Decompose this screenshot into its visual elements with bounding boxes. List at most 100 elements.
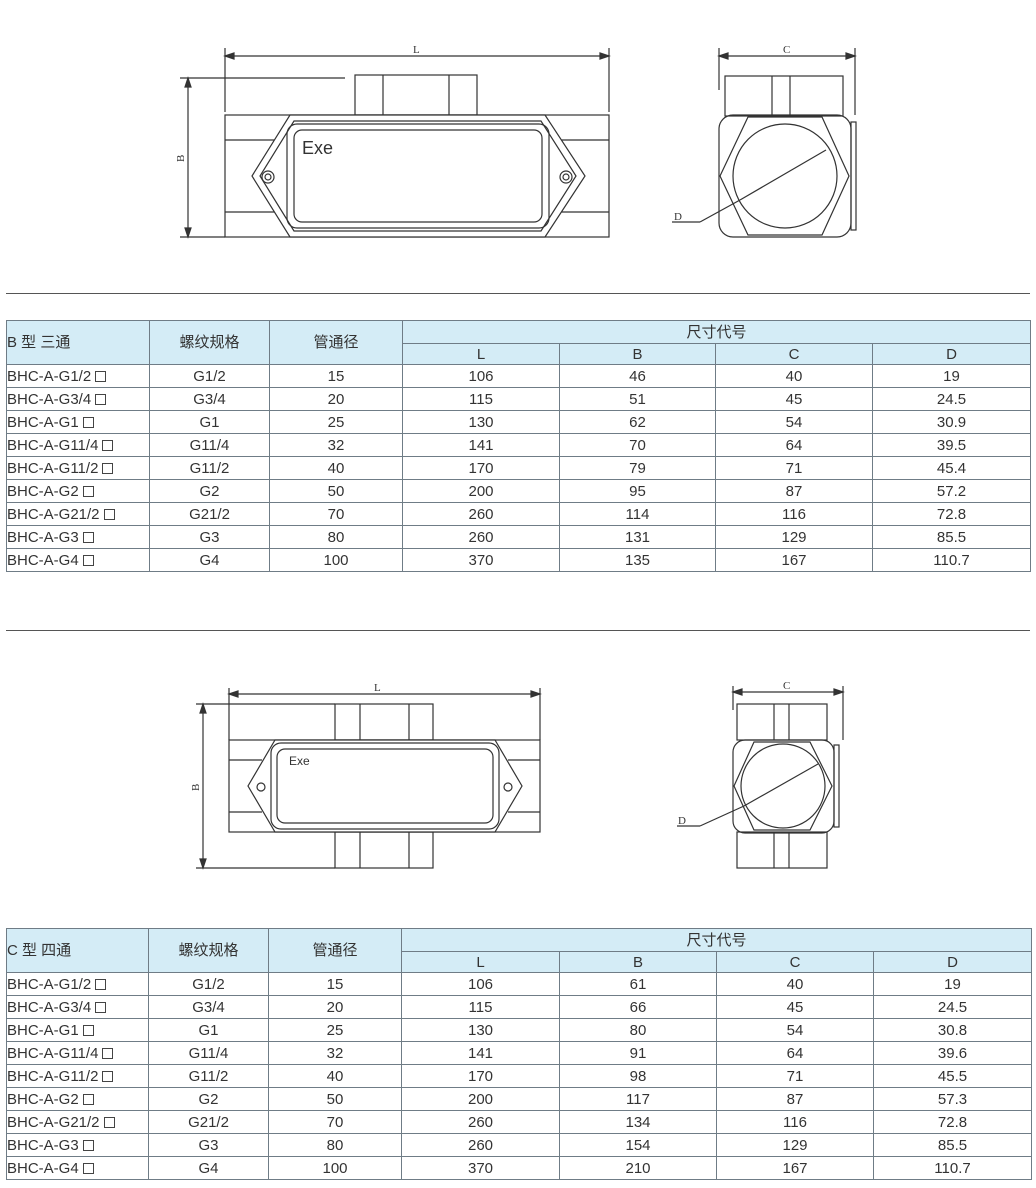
dim-D-cell-text: 72.8 [936,505,967,523]
dim-D-cell: 45.4 [871,456,1032,480]
thread-cell-text: G11/2 [189,459,230,477]
dim-C-cell: 45 [715,387,873,411]
dim-D-cell-text: 85.5 [936,528,967,546]
dim-L-cell: 130 [402,410,560,434]
dim-C-cell-text: 87 [785,482,803,500]
pipe-cell: 50 [268,1087,402,1111]
header-dim-C: C [715,343,873,365]
model-cell: BHC-A-G1 [6,1018,149,1042]
thread-cell-text: G3 [198,1136,219,1154]
checkbox-square-icon [103,1116,115,1128]
model-cell-text: BHC-A-G4 [7,551,79,569]
thread-cell-text: G3/4 [192,998,225,1016]
dim-C-cell-text: 40 [786,975,804,993]
dim-D-cell: 39.5 [871,433,1032,457]
dim-L-cell-text: 260 [468,505,494,523]
thread-cell-text: G4 [198,1159,219,1177]
checkbox-square-icon [102,1070,114,1082]
thread-cell: G3/4 [148,995,269,1019]
dim-L-cell: 170 [401,1064,560,1088]
header-model: B 型 三通 [6,320,150,365]
dim-D-cell-text: 45.5 [937,1067,968,1085]
thread-cell-text: G21/2 [189,505,230,523]
dim-C-cell-text: 129 [782,1136,808,1154]
dim-C-cell: 167 [716,1156,874,1180]
dim-B-cell-text: 61 [629,975,647,993]
dim-C-cell-text: 40 [785,367,803,385]
thread-cell: G1/2 [149,364,270,388]
checkbox-square-icon [82,485,94,497]
dim-B-cell: 66 [559,995,717,1019]
checkbox-square-icon [103,508,115,520]
header-dim-D: D [871,343,1032,365]
dim-D-cell-text: 110.7 [934,1159,971,1177]
model-cell-text: BHC-A-G3 [7,528,79,546]
dim-L-cell-text: 130 [468,413,494,431]
dim-D-cell: 24.5 [872,995,1033,1019]
dim-B-cell-text: 91 [629,1044,647,1062]
pipe-cell: 50 [269,479,403,503]
dim-B-cell-text: 80 [629,1021,647,1039]
header-thread: 螺纹规格 [149,320,270,365]
dim-label-L: L [413,44,420,56]
dim-L-cell: 141 [401,1041,560,1065]
dim-L-cell-text: 200 [467,1090,494,1108]
checkbox-square-icon [102,1047,114,1059]
thread-cell-text: G11/2 [188,1067,229,1085]
header-dim-B: B [559,343,716,365]
dim-L-cell: 115 [402,387,560,411]
header-model: C 型 四通 [6,928,149,973]
dim-B-cell: 117 [559,1087,717,1111]
dim-C-cell-text: 64 [785,436,803,454]
model-cell-text: BHC-A-G2 [7,1090,79,1108]
model-cell: BHC-A-G2 [6,479,150,503]
pipe-cell: 70 [269,502,403,526]
dim-B-cell: 131 [559,525,716,549]
dim-B-cell-text: 51 [629,390,646,408]
checkbox-square-icon [82,554,94,566]
cross-front-view-drawing: L B Exe C D [190,680,845,870]
pipe-cell-text: 20 [326,998,344,1016]
thread-cell-text: G21/2 [188,1113,229,1131]
thread-cell: G11/4 [149,433,270,457]
dim-L-cell: 370 [402,548,560,572]
checkbox-square-icon [82,1162,94,1174]
dim-D-cell: 110.7 [871,548,1032,572]
thread-cell-text: G1 [199,413,220,431]
dim-C-cell: 54 [715,410,873,434]
dim-B-cell: 210 [559,1156,717,1180]
dim-C-cell-text: 116 [783,1113,807,1131]
model-cell: BHC-A-G1/2 [6,364,150,388]
dim-B-cell-text: 46 [629,367,646,385]
dim-L-cell-text: 370 [467,1159,494,1177]
dim-D-cell: 24.5 [871,387,1032,411]
dim-C-cell: 167 [715,548,873,572]
dim-B-cell: 79 [559,456,716,480]
dim-C-cell: 87 [716,1087,874,1111]
dim-L-cell: 260 [402,525,560,549]
thread-cell-text: G2 [199,482,220,500]
dim-L-cell: 260 [402,502,560,526]
dim-B-cell-text: 66 [629,998,647,1016]
dim-B-cell-text: 117 [626,1090,650,1108]
pipe-cell-text: 80 [327,528,345,546]
dim-C-cell-text: 45 [786,998,804,1016]
thread-cell: G4 [148,1156,269,1180]
dim-L-cell-text: 260 [467,1113,494,1131]
dim-L-cell: 106 [402,364,560,388]
model-cell: BHC-A-G1 [6,410,150,434]
header-pipe: 管通径 [268,928,402,973]
pipe-cell: 100 [268,1156,402,1180]
pipe-cell-text: 50 [326,1090,344,1108]
dim-C-cell: 129 [716,1133,874,1157]
thread-cell: G11/2 [149,456,270,480]
